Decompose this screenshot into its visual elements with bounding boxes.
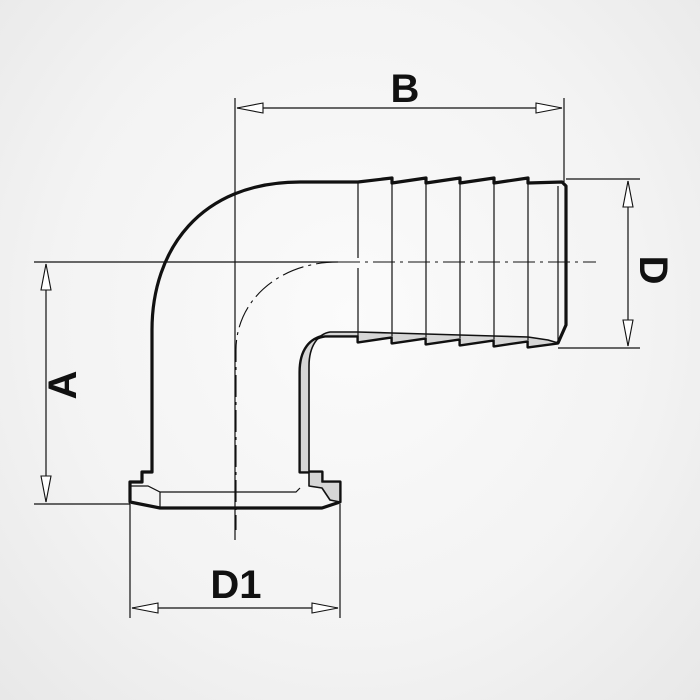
arrowhead-d1-right: [311, 602, 339, 614]
arrowhead-d-bottom: [622, 319, 634, 347]
arrowhead-a-top: [40, 263, 52, 291]
dimension-label-b: B: [391, 67, 420, 111]
bent-centerline: [235, 261, 339, 530]
dimension-label-a: A: [41, 371, 85, 400]
hose-tail-body: [128, 176, 568, 510]
flange-lines: [130, 485, 301, 508]
dimension-d: D: [558, 178, 675, 349]
dimension-b: B: [234, 67, 565, 540]
arrowhead-d-top: [622, 180, 634, 208]
arrowhead-b-left: [236, 102, 264, 114]
wall-section: [299, 331, 559, 503]
arrowhead-d1-left: [131, 602, 159, 614]
dimension-d1: D1: [129, 504, 341, 618]
dimension-label-d1: D1: [210, 563, 261, 607]
arrowhead-b-right: [535, 102, 563, 114]
arrowhead-a-bottom: [40, 475, 52, 503]
center-lines: [235, 261, 596, 530]
dimension-a: A: [34, 261, 338, 505]
dimension-label-d: D: [631, 256, 675, 285]
